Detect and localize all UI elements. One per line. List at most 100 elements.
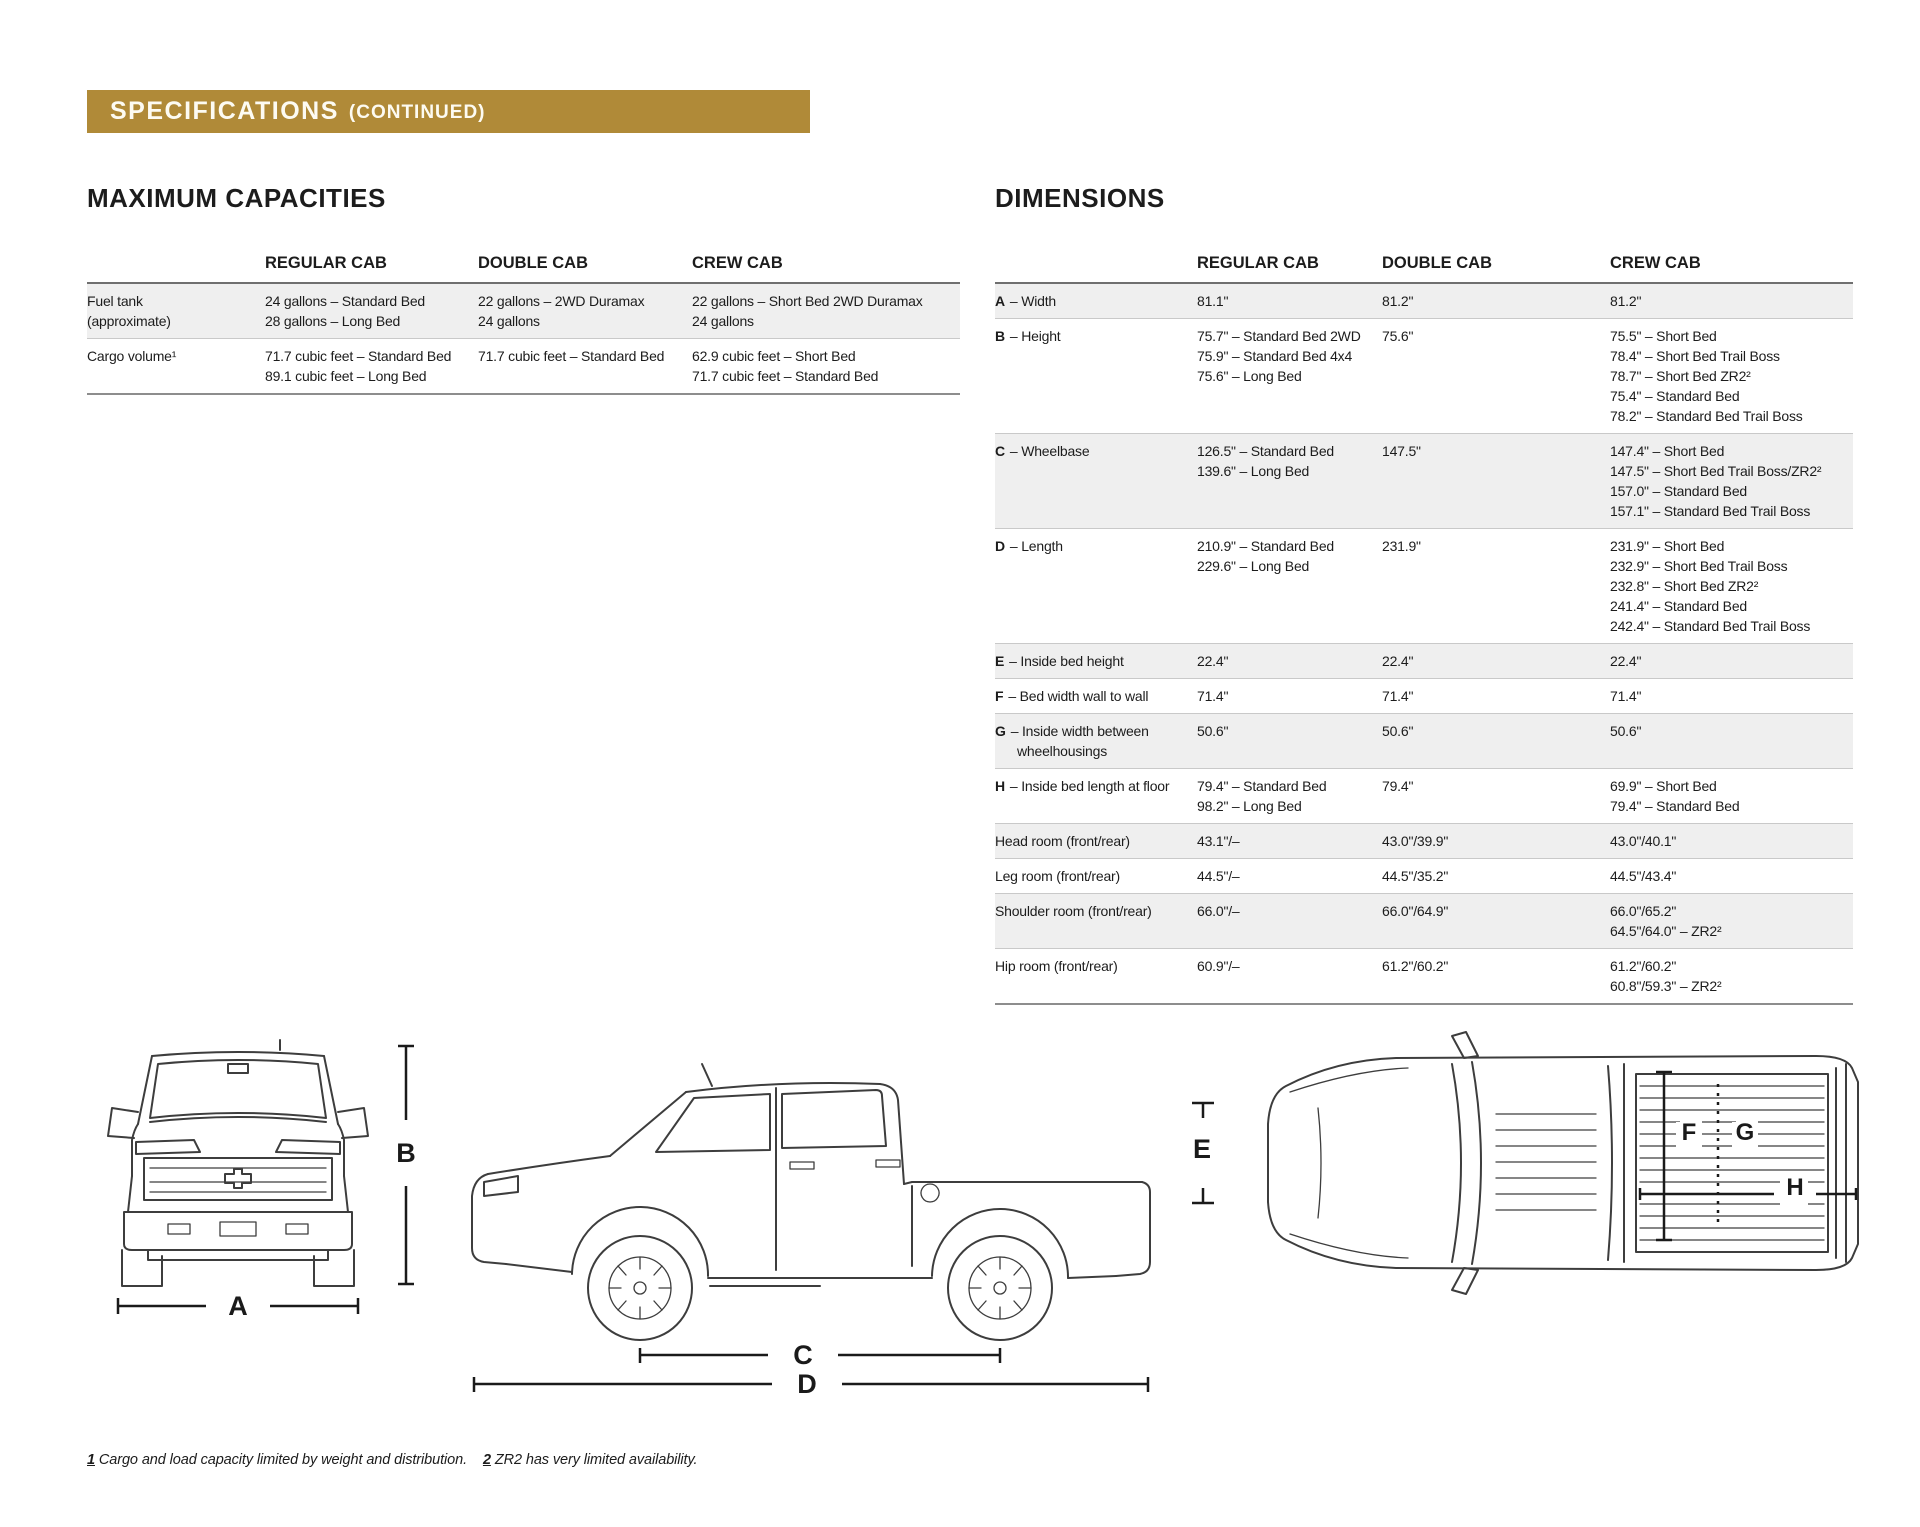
row-label: A– Width (995, 284, 1197, 318)
e-top-tick (1192, 1101, 1214, 1118)
dim-label-text: – Width (1009, 293, 1056, 309)
crew-cab-value: 22 gallons – Short Bed 2WD Duramax 24 ga… (692, 293, 923, 329)
column-header-crew-cab: CREW CAB (692, 254, 783, 272)
rear-wheel-arch (931, 1208, 1070, 1279)
dim-label-text: – Inside width between wheelhousings (1010, 723, 1149, 759)
tailgate (1835, 1063, 1847, 1263)
crew-cab-value: 62.9 cubic feet – Short Bed 71.7 cubic f… (692, 348, 879, 384)
table-row-inside-bed-length: H– Inside bed length at floor 79.4" – St… (995, 769, 1853, 824)
row-label: Head room (front/rear) (995, 824, 1197, 858)
dim-letter: C (995, 443, 1005, 459)
crew-cab-value: 71.4" (1610, 688, 1642, 704)
crew-cab-value: 147.4" – Short Bed 147.5" – Short Bed Tr… (1610, 443, 1822, 519)
regular-cab-value: 44.5"/– (1197, 868, 1240, 884)
front-truck-diagram: B A (107, 1039, 416, 1321)
capacities-title: MAXIMUM CAPACITIES (87, 183, 386, 213)
row-label: Cargo volume¹ (87, 348, 177, 364)
double-cab-value: 79.4" (1382, 778, 1414, 794)
dim-letter: D (995, 538, 1005, 554)
crew-cab-value: 66.0"/65.2" 64.5"/64.0" – ZR2² (1610, 903, 1722, 939)
body-outline (1267, 1055, 1859, 1271)
column-header-regular-cab: REGULAR CAB (265, 254, 387, 272)
table-row-width: A– Width 81.1" 81.2" 81.2" (995, 284, 1853, 319)
dim-label-text: – Bed width wall to wall (1008, 688, 1149, 704)
top-truck-diagram: F G H (1267, 1031, 1859, 1295)
table-row-cargo-volume: Cargo volume¹ 71.7 cubic feet – Standard… (87, 339, 960, 395)
row-label: Hip room (front/rear) (995, 949, 1197, 1003)
row-label: Fuel tank (approximate) (87, 293, 171, 329)
double-cab-value: 147.5" (1382, 443, 1421, 459)
banner-title: SPECIFICATIONS (110, 97, 339, 125)
bed-interior (1635, 1073, 1829, 1253)
dimensions-title: DIMENSIONS (995, 183, 1165, 213)
table-row-shoulder-room: Shoulder room (front/rear) 66.0"/– 66.0"… (995, 894, 1853, 949)
dim-label-text: Head room (front/rear) (995, 833, 1130, 849)
capacities-table: REGULAR CAB DOUBLE CAB CREW CAB Fuel tan… (87, 253, 960, 395)
footnote: 1 Cargo and load capacity limited by wei… (87, 1452, 698, 1468)
dim-label-text: Leg room (front/rear) (995, 868, 1120, 884)
row-label: Leg room (front/rear) (995, 859, 1197, 893)
column-header-regular-cab: REGULAR CAB (1197, 254, 1319, 272)
regular-cab-value: 66.0"/– (1197, 903, 1240, 919)
table-row-fuel-tank: Fuel tank (approximate) 24 gallons – Sta… (87, 284, 960, 339)
table-row-wheelbase: C– Wheelbase 126.5" – Standard Bed 139.6… (995, 434, 1853, 529)
crew-cab-value: 231.9" – Short Bed 232.9" – Short Bed Tr… (1610, 538, 1811, 634)
dim-label-text: – Length (1009, 538, 1063, 554)
dim-label-g: G (1736, 1119, 1755, 1146)
regular-cab-value: 75.7" – Standard Bed 2WD 75.9" – Standar… (1197, 328, 1361, 384)
dim-label-text: Hip room (front/rear) (995, 958, 1118, 974)
double-cab-value: 75.6" (1382, 328, 1414, 344)
table-row-inside-bed-height: E– Inside bed height 22.4" 22.4" 22.4" (995, 644, 1853, 679)
corner-cell (995, 253, 1197, 282)
double-cab-value: 81.2" (1382, 293, 1414, 309)
regular-cab-value: 71.7 cubic feet – Standard Bed 89.1 cubi… (265, 348, 452, 384)
front-wheel-arch (571, 1206, 710, 1277)
bowtie-emblem (224, 1168, 252, 1189)
double-cab-value: 71.7 cubic feet – Standard Bed (478, 348, 665, 364)
rear-wheel (947, 1235, 1053, 1341)
f-dimension-line (1656, 1070, 1672, 1242)
left-headlight (135, 1139, 201, 1155)
dim-letter: G (995, 723, 1006, 739)
tailgate (1115, 1181, 1151, 1277)
front-wheel (587, 1235, 693, 1341)
double-cab-value: 43.0"/39.9" (1382, 833, 1449, 849)
left-mirror (107, 1107, 139, 1139)
right-mirror (337, 1107, 369, 1139)
dim-label-text: – Inside bed height (1009, 653, 1124, 669)
e-dimension-marker: E (1192, 1101, 1214, 1205)
table-row-inside-width-wheelhousings: G– Inside width between wheelhousings 50… (995, 714, 1853, 769)
dim-letter: A (995, 293, 1005, 309)
dim-letter: H (995, 778, 1005, 794)
roof-ribs (1495, 1113, 1597, 1211)
dim-letter: B (995, 328, 1005, 344)
c-dimension-line (638, 1348, 1002, 1363)
double-cab-value: 44.5"/35.2" (1382, 868, 1449, 884)
dim-label-e: E (1193, 1134, 1211, 1164)
row-label: Shoulder room (front/rear) (995, 894, 1197, 948)
crew-cab-value: 61.2"/60.2" 60.8"/59.3" – ZR2² (1610, 958, 1722, 994)
crew-cab-value: 69.9" – Short Bed 79.4" – Standard Bed (1610, 778, 1740, 814)
bumper (123, 1211, 353, 1251)
headlight (483, 1175, 519, 1197)
dim-label-f: F (1682, 1119, 1697, 1146)
windshield (149, 1059, 327, 1119)
footnote-2-text: ZR2 has very limited availability. (494, 1452, 698, 1468)
footnote-1-text: Cargo and load capacity limited by weigh… (98, 1452, 467, 1468)
regular-cab-value: 71.4" (1197, 688, 1229, 704)
crew-cab-value: 75.5" – Short Bed 78.4" – Short Bed Trai… (1610, 328, 1803, 424)
dim-label-text: – Inside bed length at floor (1009, 778, 1170, 794)
regular-cab-value: 79.4" – Standard Bed 98.2" – Long Bed (1197, 778, 1327, 814)
regular-cab-value: 81.1" (1197, 293, 1229, 309)
dimensions-header-row: REGULAR CAB DOUBLE CAB CREW CAB (995, 253, 1853, 284)
row-label: E– Inside bed height (995, 644, 1197, 678)
capacities-header-row: REGULAR CAB DOUBLE CAB CREW CAB (87, 253, 960, 284)
dim-label-d: D (797, 1369, 817, 1396)
grille (143, 1157, 333, 1201)
specifications-banner: SPECIFICATIONS (CONTINUED) (87, 90, 810, 133)
regular-cab-value: 60.9"/– (1197, 958, 1240, 974)
dim-letter: F (995, 688, 1004, 704)
dim-label-c: C (793, 1340, 813, 1370)
bed-rail (903, 1181, 1143, 1185)
regular-cab-value: 126.5" – Standard Bed 139.6" – Long Bed (1197, 443, 1334, 479)
